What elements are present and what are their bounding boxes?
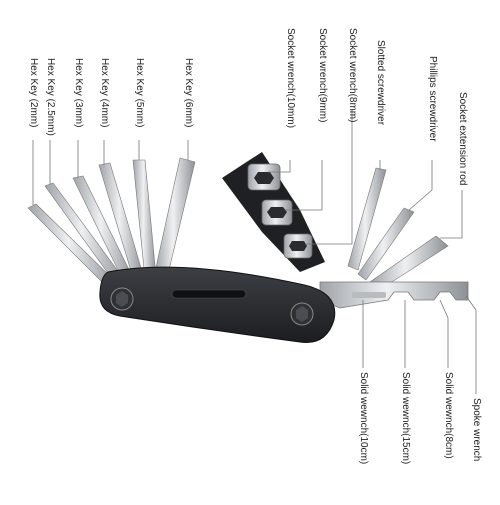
wrench-plate [319,281,469,309]
label-solid-wrench-15cm: Solid wewnch(15cm) [400,372,411,465]
label-socket-wrench-10mm: Socket wrench(10mm) [285,28,296,129]
slotted-screwdriver [347,167,387,271]
label-hex-key-5mm: Hex Key (5mm) [134,58,145,128]
bolt-right [290,302,314,326]
label-slotted-screwdriver: Slotted screwdriver [375,40,386,126]
label-hex-key-2-5mm: Hex Key (2.5mm) [45,58,56,136]
label-solid-wrench-10cm: Solid wewnch(10cm) [358,372,369,465]
label-phillips-screwdriver: Phillips screwdriver [427,56,438,142]
label-hex-key-4mm: Hex Key (4mm) [99,58,110,128]
tool-handle [99,266,336,344]
socket-9mm [261,199,293,226]
bolt-left [110,287,134,311]
leader-lines [32,110,477,394]
socket-10mm [247,163,281,191]
label-hex-key-6mm: Hex Key (6mm) [183,58,194,128]
label-socket-wrench-8mm: Socket wrench(8mm) [347,28,358,123]
phillips-screwdriver [357,207,415,281]
screwdriver-tools [347,167,449,293]
label-socket-wrench-9mm: Socket wrench(9mm) [317,28,328,123]
socket-8mm [283,233,313,259]
label-spoke-wrench: Spoke wrench [471,398,482,462]
label-hex-key-2mm: Hex Key (2mm) [28,58,39,128]
label-socket-extension-rod: Socket extension rod [457,92,468,186]
socket-arm [222,152,325,272]
label-solid-wrench-8cm: Solid wewnch(8cm) [443,372,454,459]
hex-key-tools [27,157,196,291]
label-hex-key-3mm: Hex Key (3mm) [73,58,84,128]
hex-key-6mm [154,157,196,275]
